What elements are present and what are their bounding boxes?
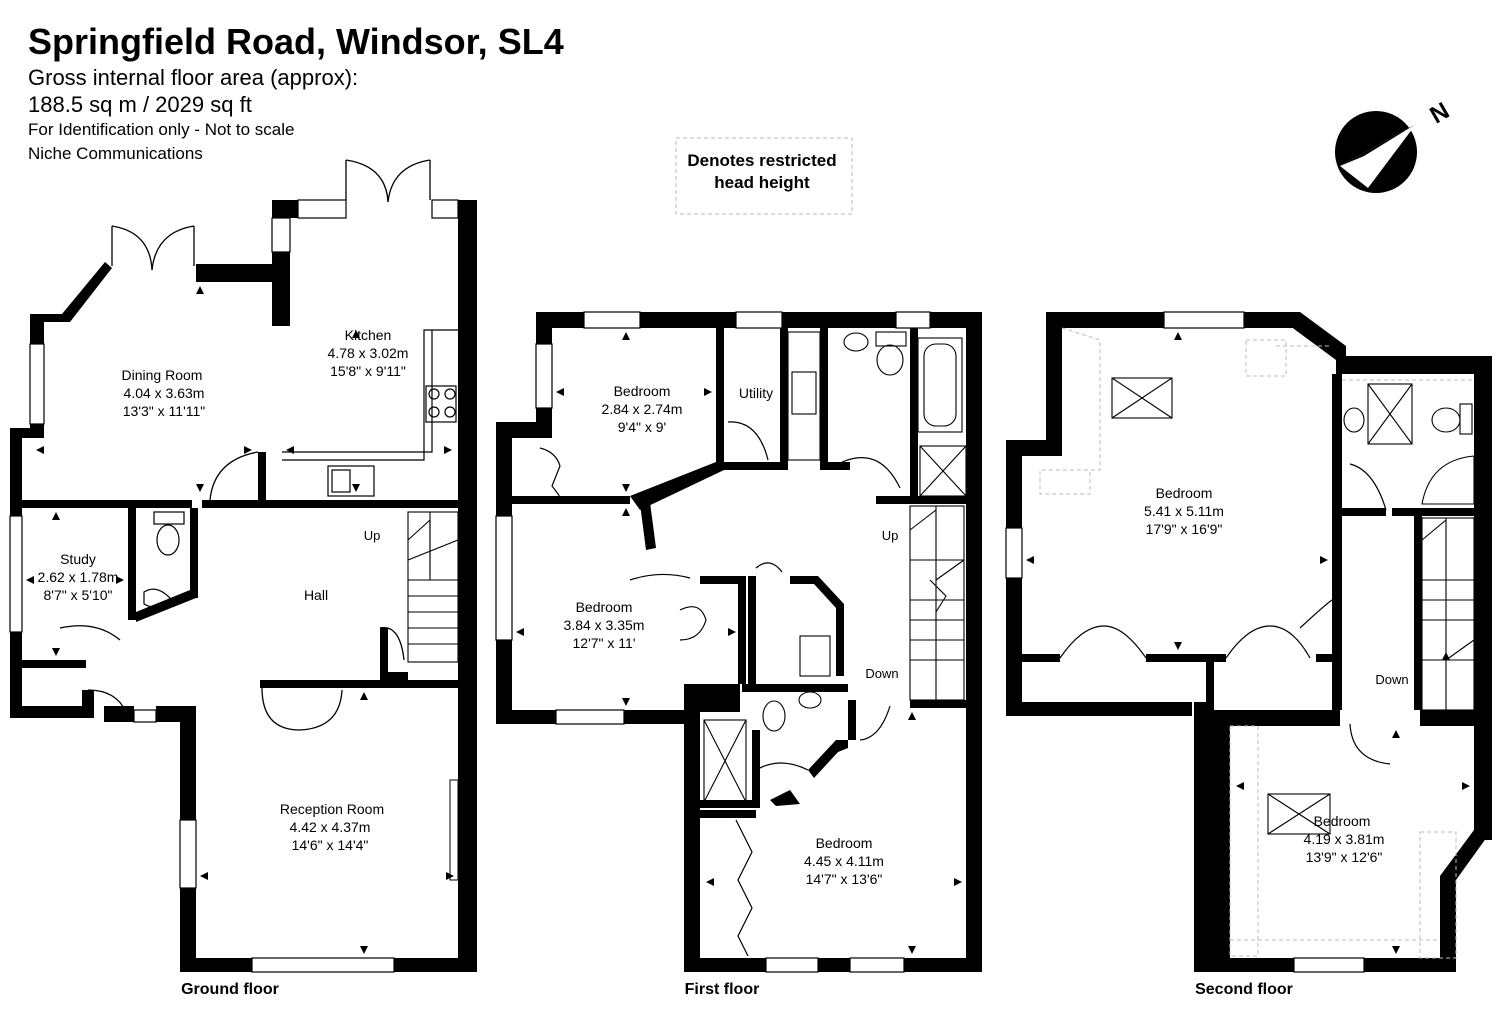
legend-dashed-box xyxy=(675,137,853,215)
restricted-height-legend: Denotes restricted head height xyxy=(672,150,852,194)
first-floor-doors xyxy=(539,421,901,957)
hall-name: Hall xyxy=(304,587,328,603)
ground-floor-label: Ground floor xyxy=(181,981,279,998)
first-floor-dimension-arrows xyxy=(516,332,962,954)
second-floor-label: Second floor xyxy=(1195,981,1293,998)
second-bedroom-b-imperial: 13'9" x 12'6" xyxy=(1306,849,1383,865)
dining-room-imperial: 13'3" x 11'11" xyxy=(123,403,206,419)
second-floor-plan: Bedroom 5.41 x 5.11m 17'9" x 16'9" Down … xyxy=(1005,311,1492,998)
dining-room-name: Dining Room xyxy=(122,367,203,383)
study-imperial: 8'7" x 5'10" xyxy=(44,587,113,603)
bathroom-fixtures xyxy=(703,331,967,803)
kitchen-units xyxy=(282,329,458,497)
second-floor-stairs xyxy=(1421,517,1475,711)
plan-header: Springfield Road, Windsor, SL4 Gross int… xyxy=(28,20,564,166)
dining-room-metric: 4.04 x 3.63m xyxy=(124,385,205,401)
company-name: Niche Communications xyxy=(28,144,203,163)
first-bedroom-c-name: Bedroom xyxy=(816,835,873,851)
first-bedroom-b-imperial: 12'7" x 11' xyxy=(573,635,636,651)
second-floor-walls xyxy=(1006,312,1492,972)
first-floor-stairs xyxy=(909,505,965,701)
ground-floor-doors xyxy=(59,159,431,731)
second-bedroom-b-name: Bedroom xyxy=(1314,813,1371,829)
first-bedroom-b-metric: 3.84 x 3.35m xyxy=(564,617,645,633)
second-floor-dimension-arrows xyxy=(1026,332,1470,954)
ground-floor-windows xyxy=(9,199,459,973)
reception-room-imperial: 14'6" x 14'4" xyxy=(292,837,369,853)
reception-fireplace xyxy=(449,779,459,881)
first-floor-walls xyxy=(496,312,982,972)
ground-floor-plan: Dining Room 4.04 x 3.63m 13'3" x 11'11" … xyxy=(9,159,477,998)
study-metric: 2.62 x 1.78m xyxy=(38,569,119,585)
kitchen-name: Kitchen xyxy=(345,327,392,343)
first-bedroom-a-name: Bedroom xyxy=(614,383,671,399)
first-floor-plan: Bedroom 2.84 x 2.74m 9'4" x 9' Utility B… xyxy=(495,311,982,998)
ground-floor-dimension-arrows xyxy=(26,286,454,954)
area-label: Gross internal floor area (approx): xyxy=(28,65,359,90)
second-bedroom-a-metric: 5.41 x 5.11m xyxy=(1144,503,1224,519)
first-floor-windows xyxy=(495,311,931,973)
compass-icon: N xyxy=(1335,97,1454,193)
second-floor-windows xyxy=(1005,311,1365,973)
first-stairs-up-label: Up xyxy=(882,528,899,543)
ground-stairs-up-label: Up xyxy=(364,528,381,543)
first-bedroom-c-metric: 4.45 x 4.11m xyxy=(804,853,884,869)
identification-note: For Identification only - Not to scale xyxy=(28,120,295,139)
legend-line-1: Denotes restricted xyxy=(687,151,837,170)
study-name: Study xyxy=(60,551,96,567)
utility-name: Utility xyxy=(739,385,773,401)
legend-line-2: head height xyxy=(714,173,810,192)
second-bedroom-b-metric: 4.19 x 3.81m xyxy=(1304,831,1385,847)
second-bedroom-a-imperial: 17'9" x 16'9" xyxy=(1146,521,1223,537)
first-bedroom-b-name: Bedroom xyxy=(576,599,633,615)
restricted-head-height-areas xyxy=(1039,327,1474,959)
second-bedroom-a-name: Bedroom xyxy=(1156,485,1213,501)
reception-room-metric: 4.42 x 4.37m xyxy=(290,819,371,835)
first-stairs-down-label: Down xyxy=(865,666,898,681)
compass-north-label: N xyxy=(1425,97,1454,129)
second-stairs-down-label: Down xyxy=(1375,672,1408,687)
kitchen-imperial: 15'8" x 9'11" xyxy=(330,363,406,379)
reception-room-name: Reception Room xyxy=(280,801,384,817)
second-bathroom-fixtures xyxy=(1343,383,1475,505)
kitchen-metric: 4.78 x 3.02m xyxy=(328,345,409,361)
first-bedroom-c-imperial: 14'7" x 13'6" xyxy=(806,871,883,887)
second-floor-doors xyxy=(1059,463,1391,765)
wc-fixtures xyxy=(143,511,185,608)
ground-floor-stairs xyxy=(407,511,459,663)
area-value: 188.5 sq m / 2029 sq ft xyxy=(28,92,252,117)
first-bedroom-a-imperial: 9'4" x 9' xyxy=(618,419,666,435)
roof-windows xyxy=(1111,377,1331,835)
first-floor-label: First floor xyxy=(685,981,760,998)
ground-floor-walls xyxy=(10,200,477,972)
first-bedroom-a-metric: 2.84 x 2.74m xyxy=(602,401,683,417)
property-title: Springfield Road, Windsor, SL4 xyxy=(28,21,564,62)
